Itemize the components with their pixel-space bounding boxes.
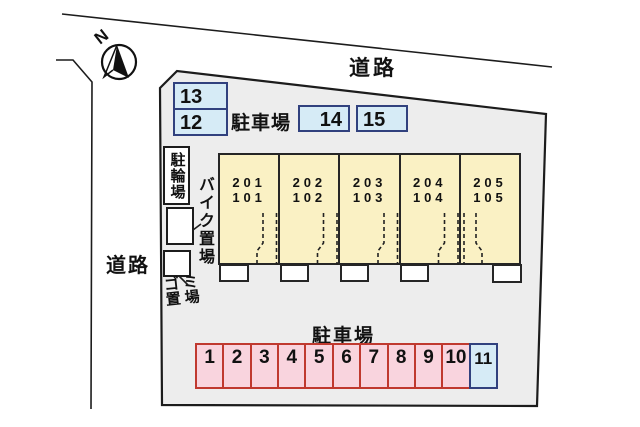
- upper-parking-label: 駐車場: [231, 113, 292, 134]
- space-number: 12: [180, 112, 203, 134]
- porch: [340, 264, 369, 282]
- unit-number-lower: 101: [232, 190, 266, 205]
- parking-space-15: 15: [356, 105, 408, 132]
- space-number: 14: [319, 109, 342, 131]
- space-number: 13: [180, 86, 203, 108]
- parking-space-9: 9: [413, 343, 444, 389]
- bicycle-parking-label: 駐輪場: [163, 146, 190, 205]
- north-compass: N: [91, 26, 138, 81]
- parking-space-1: 1: [195, 343, 225, 389]
- left-road-label: 道路: [106, 255, 150, 277]
- unit-number-upper: 203: [352, 175, 387, 190]
- garbage-label-line2: 置場: [164, 288, 205, 309]
- parking-space-14: 14: [298, 105, 350, 132]
- parking-space-12: 12: [173, 108, 228, 136]
- parking-space-8: 8: [386, 343, 416, 389]
- top-road-line: [61, 13, 553, 68]
- unit-number-lower: 102: [292, 190, 326, 205]
- parking-space-4: 4: [277, 343, 307, 389]
- parking-space-7: 7: [359, 343, 389, 389]
- porch: [400, 264, 429, 282]
- unit-number-lower: 104: [413, 190, 447, 205]
- north-label: N: [91, 26, 112, 49]
- garbage-box: [163, 250, 191, 277]
- bike-storage-label: バイク置場: [196, 176, 213, 266]
- parking-space-6: 6: [331, 343, 362, 389]
- lower-parking-row: 1 2 3 4 5 6 7 8 9 10 11: [195, 343, 498, 389]
- unit-number-lower: 103: [352, 190, 387, 205]
- unit-number-upper: 205: [473, 175, 507, 190]
- parking-space-13: 13: [173, 82, 228, 110]
- parking-space-11: 11: [468, 343, 498, 389]
- parking-space-5: 5: [304, 343, 334, 389]
- top-road-label: 道路: [349, 57, 397, 80]
- porch: [280, 264, 309, 282]
- unit-number-upper: 201: [232, 175, 266, 190]
- space-number: 15: [363, 109, 386, 131]
- unit-number-upper: 202: [292, 175, 326, 190]
- parking-space-3: 3: [249, 343, 280, 389]
- porch: [219, 264, 249, 282]
- unit-number-upper: 204: [413, 175, 447, 190]
- parking-space-2: 2: [222, 343, 252, 389]
- garbage-area-label: ゴミ 置場: [163, 273, 205, 309]
- porch: [492, 264, 522, 283]
- lower-parking-label: 駐車場: [312, 326, 376, 347]
- unit-number-lower: 105: [473, 190, 507, 205]
- left-road-line: [56, 59, 93, 410]
- parking-space-10: 10: [441, 343, 471, 389]
- bike-storage-box: [166, 207, 194, 245]
